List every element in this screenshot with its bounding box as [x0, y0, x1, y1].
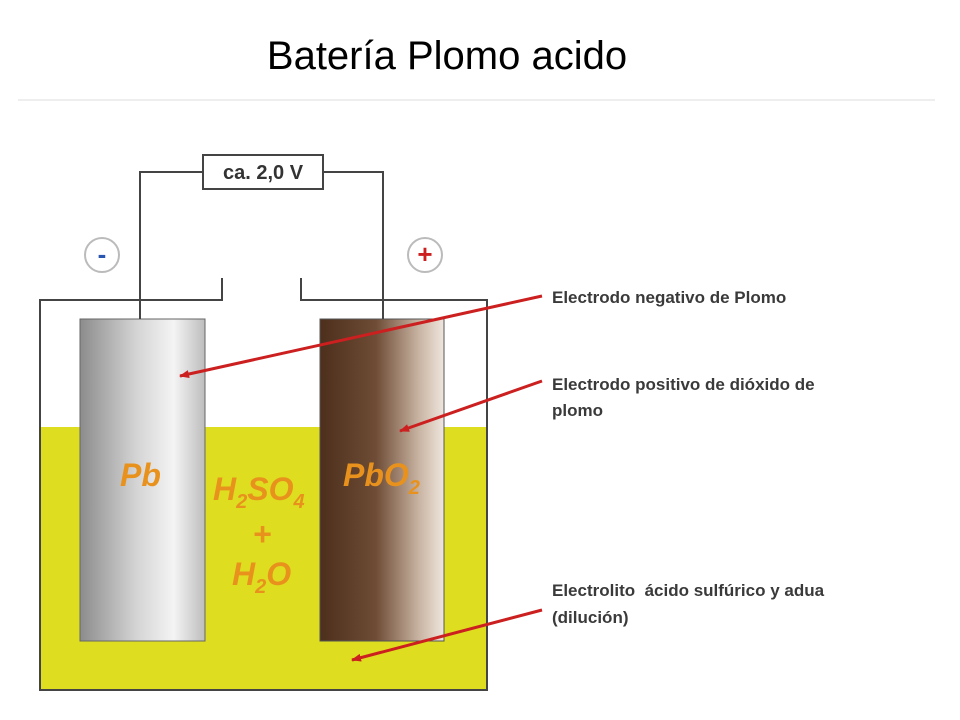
h2o-formula: H2O — [232, 556, 291, 598]
label-positive-electrode-2: plomo — [552, 401, 603, 420]
h2o-h: H — [232, 556, 256, 592]
positive-sign: + — [417, 239, 432, 269]
battery-container — [39, 278, 488, 691]
negative-sign: - — [98, 239, 107, 269]
voltmeter-box — [202, 154, 324, 190]
label-positive-electrode-1: Electrodo positivo de dióxido de — [552, 375, 815, 394]
positive-terminal-circle — [407, 237, 443, 273]
plus-sign: + — [253, 516, 272, 552]
label-electrolyte-2: (dilución) — [552, 608, 628, 627]
pbo2-main: PbO — [343, 457, 409, 493]
voltmeter-reading: ca. 2,0 V — [223, 162, 304, 184]
label-electrolyte-1: Electrolito ácido sulfúrico y adua — [552, 581, 825, 600]
wire-positive — [323, 171, 384, 319]
h2o-sub: 2 — [254, 576, 266, 598]
positive-electrode — [319, 318, 445, 642]
h2so4-sub1: 2 — [235, 491, 247, 513]
pbo2-symbol: PbO2 — [343, 457, 420, 499]
h2o-o: O — [266, 556, 291, 592]
h2so4-formula: H2SO4 — [213, 471, 305, 513]
h2so4-so: SO — [247, 471, 293, 507]
negative-terminal-circle — [84, 237, 120, 273]
h2so4-h: H — [213, 471, 237, 507]
pb-symbol: Pb — [120, 457, 161, 493]
pbo2-subscript: 2 — [408, 477, 420, 499]
arrow-negative-electrode — [179, 294, 543, 378]
label-negative-electrode: Electrodo negativo de Plomo — [552, 288, 786, 307]
h2so4-sub2: 4 — [292, 491, 304, 513]
arrow-positive-electrode — [399, 379, 543, 433]
slide-title: Batería Plomo acido — [266, 34, 628, 78]
wire-negative — [139, 171, 203, 319]
arrow-electrolyte — [351, 608, 543, 662]
